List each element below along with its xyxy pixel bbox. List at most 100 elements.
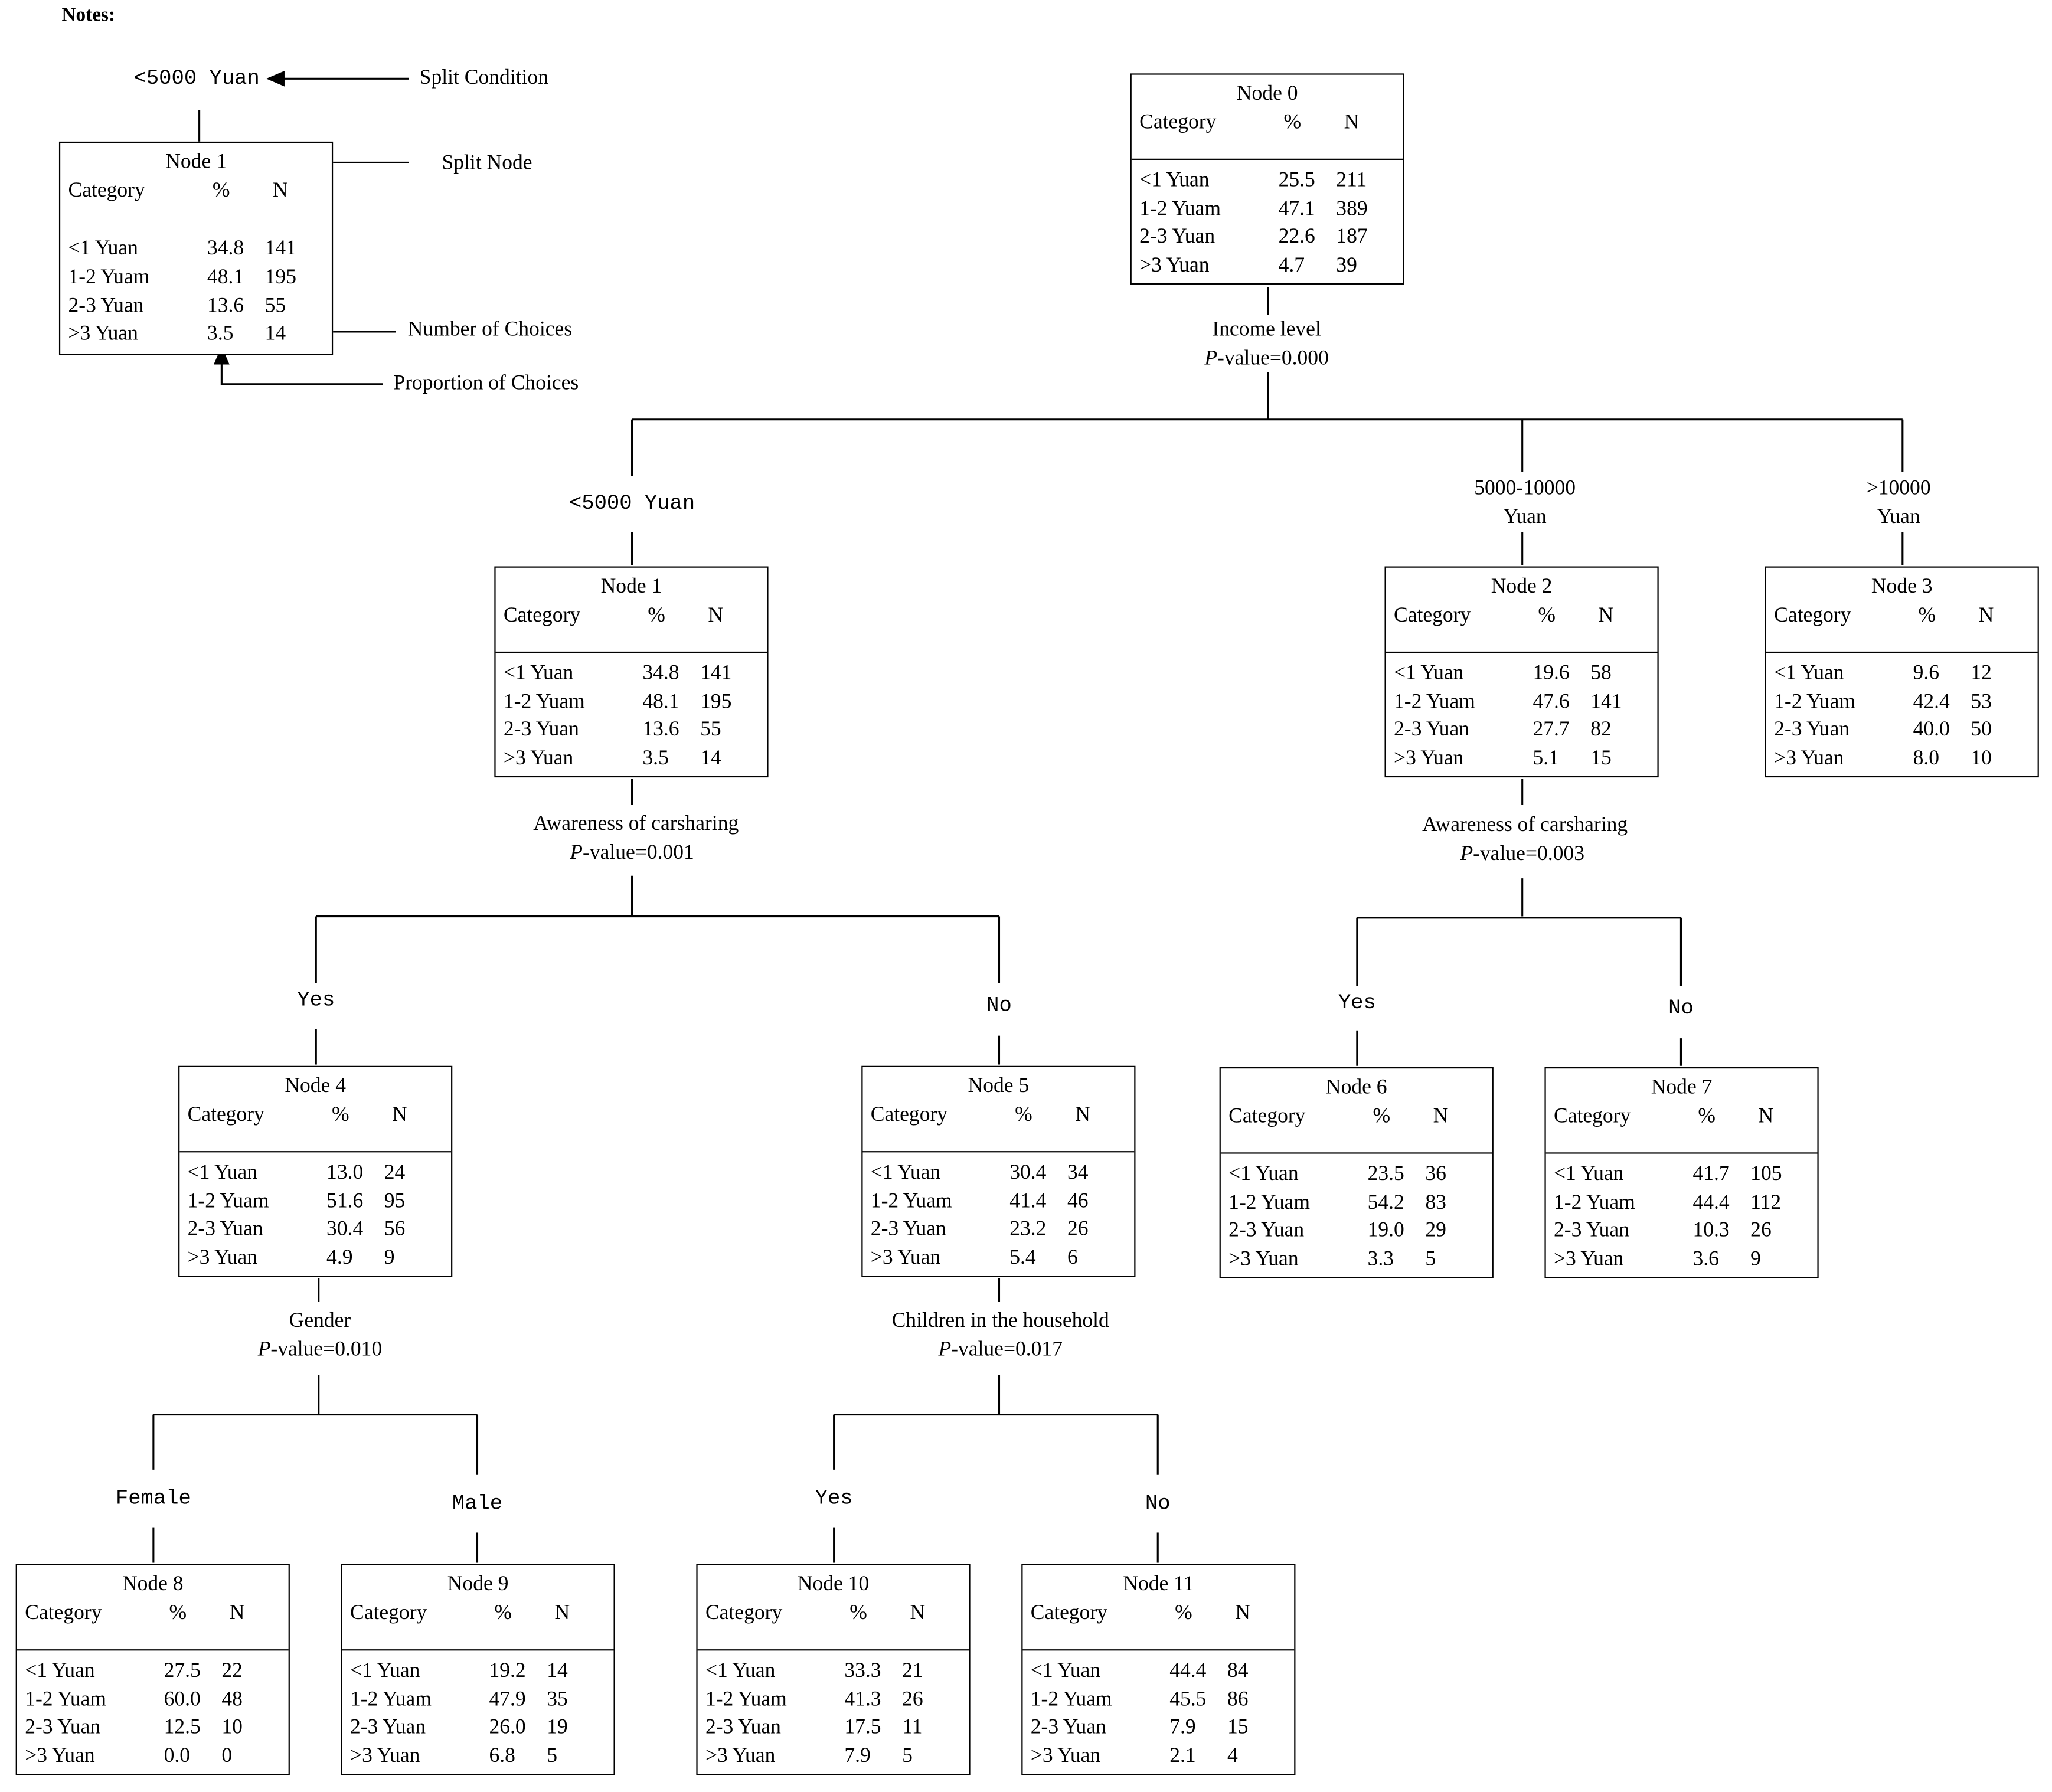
header-category: Category	[705, 1602, 783, 1624]
row-category: >3 Yuan	[350, 1745, 420, 1768]
row-category: 2-3 Yuan	[1554, 1219, 1629, 1242]
row-pct: 26.0	[489, 1716, 526, 1739]
node-title: Node 3	[1871, 575, 1933, 598]
header-n: N	[1433, 1105, 1449, 1128]
row-category: <1 Yuan	[350, 1659, 420, 1682]
header-n: N	[229, 1602, 245, 1624]
notes-title: Notes:	[61, 5, 116, 27]
row-category: 1-2 Yuam	[870, 1190, 952, 1212]
row-n: 48	[221, 1688, 243, 1711]
split-variable-2: Awareness of carsharing	[1422, 814, 1628, 837]
row-n: 105	[1750, 1163, 1782, 1185]
header-category: Category	[503, 604, 581, 627]
row-category: >3 Yuan	[1774, 747, 1844, 770]
row-pct: 54.2	[1367, 1191, 1404, 1214]
category-row: 1-2 Yuam 48.1 195	[60, 263, 332, 292]
row-pct: 41.7	[1692, 1163, 1730, 1185]
row-pct: 45.5	[1169, 1688, 1207, 1711]
row-pct: 25.5	[1278, 169, 1315, 192]
header-pct: %	[494, 1602, 512, 1624]
header-n: N	[272, 179, 288, 202]
header-pct: %	[648, 604, 665, 627]
row-pct: 48.1	[207, 266, 244, 289]
legend-split-condition-label: Split Condition	[419, 67, 548, 90]
row-category: 1-2 Yuam	[1139, 197, 1221, 220]
header-separator	[1766, 651, 2038, 653]
edge-label-node-5: No	[986, 993, 1012, 1018]
row-category: 2-3 Yuan	[1139, 225, 1215, 248]
edge-label-node-3-line-1: >10000	[1866, 477, 1931, 500]
row-n: 55	[700, 719, 721, 741]
row-category: 1-2 Yuam	[350, 1688, 432, 1711]
edge-label-node-8: Female	[115, 1486, 191, 1510]
row-n: 83	[1425, 1191, 1446, 1214]
header-n: N	[910, 1602, 926, 1624]
row-category: 2-3 Yuan	[1228, 1219, 1305, 1242]
header-pct: %	[1283, 111, 1302, 134]
edge-label-node-1: <5000 Yuan	[568, 491, 695, 515]
row-pct: 13.0	[326, 1161, 364, 1184]
row-category: <1 Yuan	[1139, 169, 1210, 192]
legend-number-label: Number of Choices	[407, 318, 573, 341]
row-n: 26	[902, 1688, 923, 1711]
row-category: 2-3 Yuan	[1030, 1716, 1106, 1739]
row-pct: 33.3	[844, 1659, 881, 1682]
row-category: 1-2 Yuam	[705, 1688, 787, 1711]
node-title: Node 9	[447, 1573, 509, 1596]
row-category: 1-2 Yuam	[25, 1688, 107, 1711]
row-category: 2-3 Yuan	[187, 1218, 263, 1241]
edge-label-node-4: Yes	[297, 988, 335, 1012]
header-pct: %	[212, 179, 230, 202]
header-separator	[495, 651, 767, 653]
header-category: Category	[1774, 604, 1851, 627]
row-n: 187	[1336, 225, 1368, 248]
header-n: N	[1758, 1105, 1774, 1128]
row-n: 29	[1425, 1219, 1446, 1242]
row-n: 36	[1425, 1163, 1446, 1185]
row-category: 1-2 Yuam	[1554, 1191, 1635, 1214]
node-title: Node 10	[797, 1573, 870, 1596]
category-row: >3 Yuan 3.5 14	[60, 320, 332, 349]
row-pct: 4.7	[1278, 254, 1305, 277]
row-n: 14	[547, 1659, 568, 1682]
row-category: >3 Yuan	[1554, 1248, 1624, 1271]
row-n: 56	[384, 1218, 406, 1241]
header-category: Category	[350, 1602, 427, 1624]
edge-label-node-2-line-1: 5000-10000	[1474, 477, 1576, 500]
row-n: 5	[547, 1745, 557, 1768]
row-pct: 6.8	[489, 1745, 515, 1768]
row-n: 21	[902, 1659, 923, 1682]
node-title: Node 6	[1325, 1076, 1387, 1099]
row-category: 2-3 Yuan	[68, 295, 144, 318]
row-pct: 51.6	[326, 1190, 364, 1212]
pvalue-prefix: P	[938, 1338, 952, 1361]
row-category: <1 Yuan	[1228, 1163, 1299, 1185]
header-n: N	[1235, 1602, 1250, 1624]
row-category: 2-3 Yuan	[1394, 719, 1470, 741]
edge-label-node-7: No	[1668, 996, 1694, 1021]
row-n: 141	[1590, 690, 1622, 713]
row-pct: 23.2	[1009, 1218, 1047, 1241]
row-pct: 7.9	[844, 1745, 871, 1768]
header-n: N	[1978, 604, 1994, 627]
